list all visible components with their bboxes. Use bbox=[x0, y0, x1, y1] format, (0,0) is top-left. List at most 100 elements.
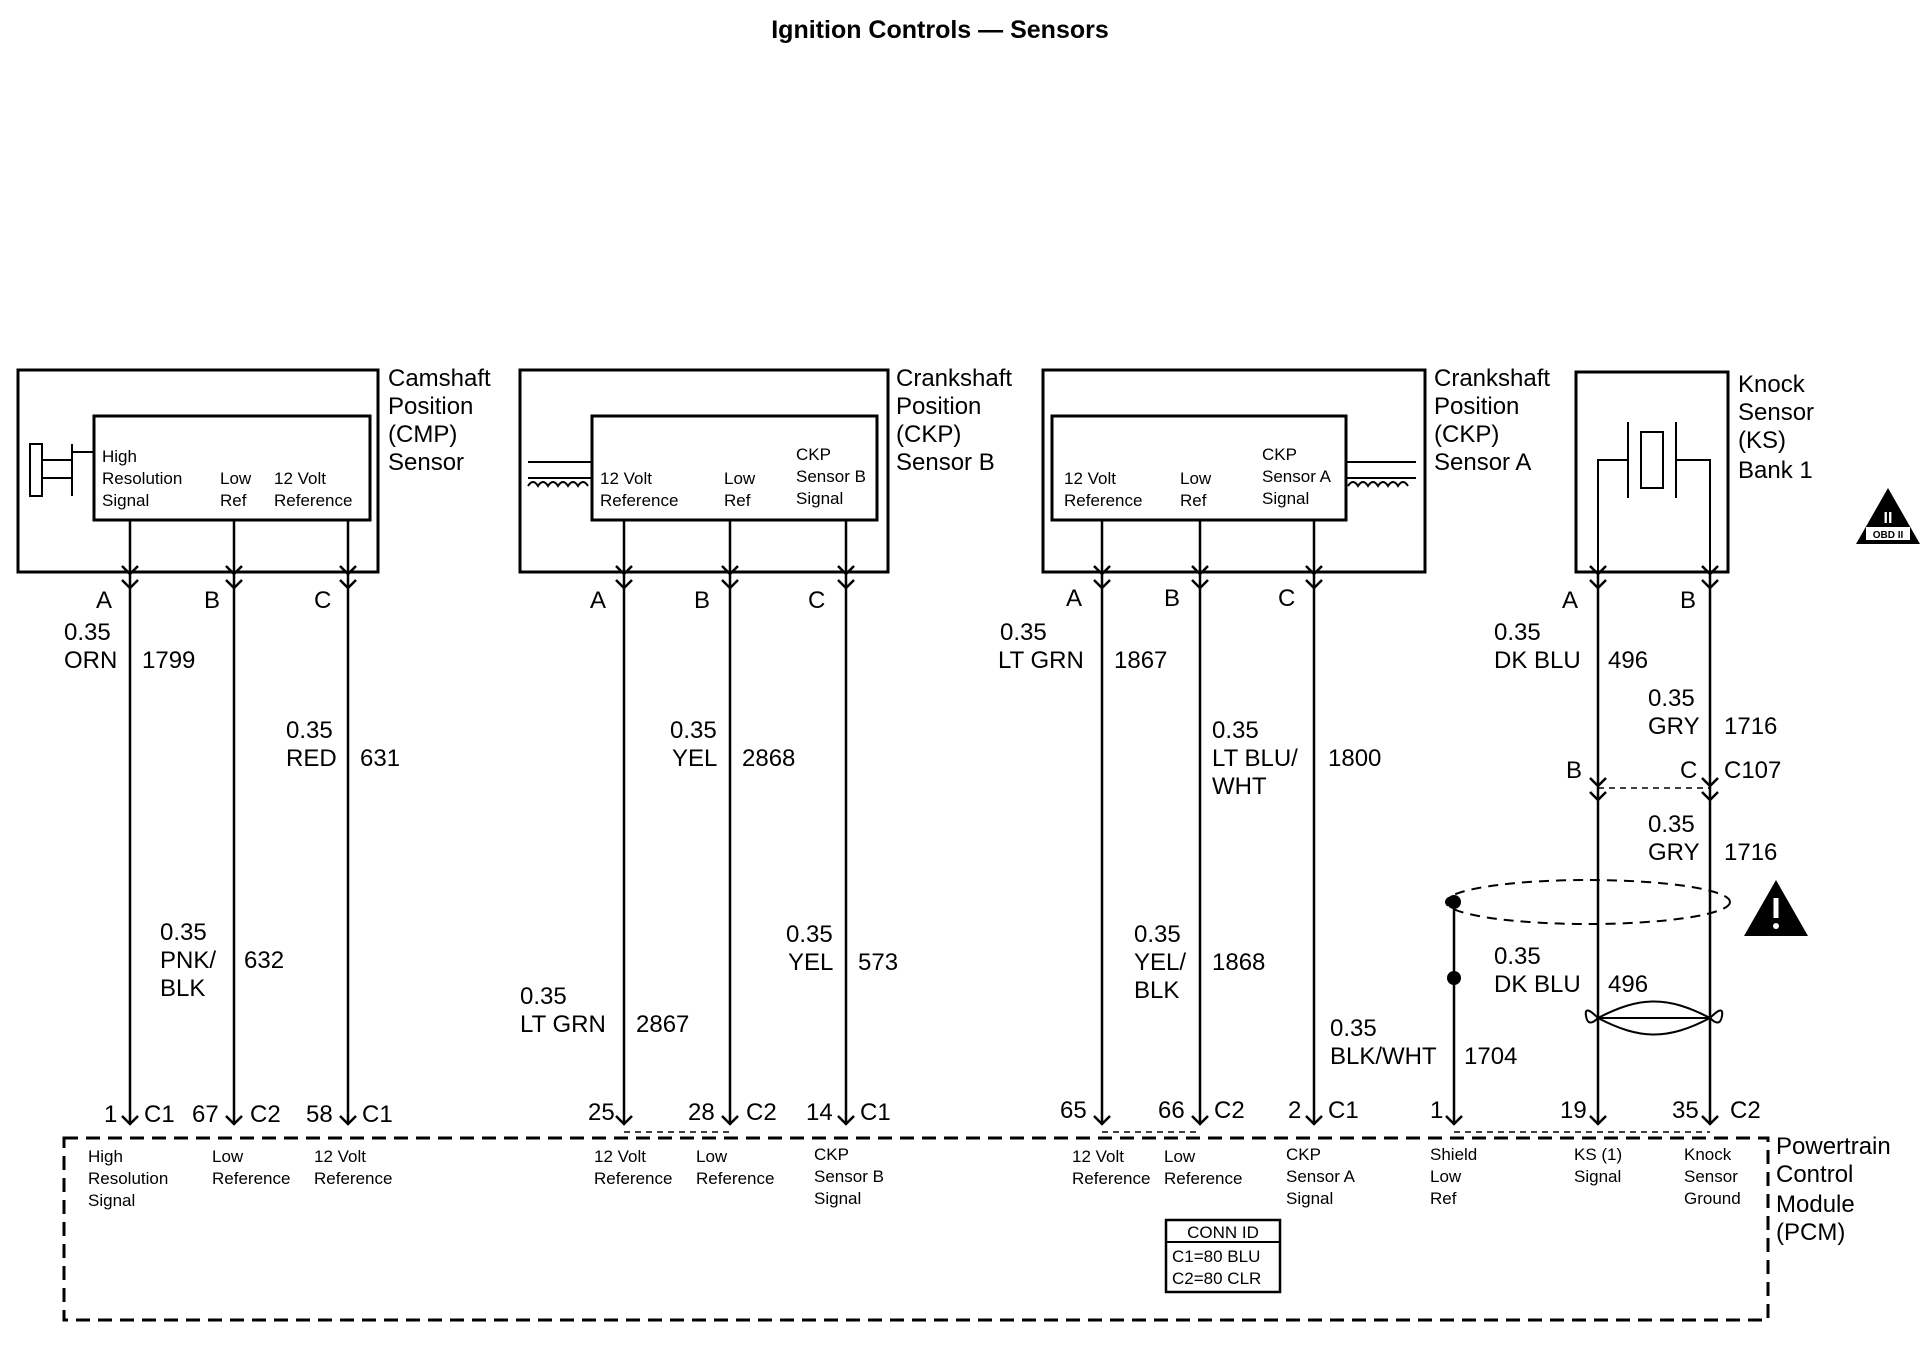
cmp-terminal-label: High Resolution Signal bbox=[102, 447, 187, 510]
svg-text:C107: C107 bbox=[1724, 757, 1781, 784]
svg-text:C2: C2 bbox=[1214, 1097, 1245, 1124]
svg-text:2867: 2867 bbox=[636, 1011, 689, 1038]
pcm-name: Powertrain Control Module (PCM) bbox=[1776, 1133, 1897, 1246]
svg-text:58: 58 bbox=[306, 1101, 333, 1128]
pin-label: C bbox=[314, 587, 331, 614]
cmp-terminal-label: Low Ref bbox=[220, 469, 256, 510]
svg-text:1: 1 bbox=[1430, 1097, 1443, 1124]
svg-text:1800: 1800 bbox=[1328, 745, 1381, 772]
ckpa-sensor-housing bbox=[1041, 368, 1427, 574]
shield-splice-dot bbox=[1447, 895, 1461, 909]
twisted-pair-icon bbox=[1584, 1000, 1724, 1036]
svg-text:66: 66 bbox=[1158, 1097, 1185, 1124]
c107-connector: B C C107 bbox=[1566, 757, 1781, 784]
svg-text:1704: 1704 bbox=[1464, 1043, 1517, 1070]
svg-text:C2: C2 bbox=[746, 1099, 777, 1126]
svg-text:1: 1 bbox=[104, 1101, 117, 1128]
svg-text:496: 496 bbox=[1608, 971, 1648, 998]
svg-text:632: 632 bbox=[244, 947, 284, 974]
ckpb-sensor-name: Crankshaft Position (CKP) Sensor B bbox=[896, 365, 1019, 476]
svg-text:KS (1)Signal: KS (1)Signal bbox=[1574, 1145, 1622, 1186]
page-title: Ignition Controls — Sensors bbox=[771, 16, 1109, 44]
cmp-sensor-name: Camshaft Position (CMP) Sensor bbox=[388, 365, 497, 476]
ckpa-coil-icon bbox=[1346, 461, 1416, 488]
ckpb-terminal-label: CKP Sensor B Signal bbox=[796, 445, 871, 508]
svg-text:25: 25 bbox=[588, 1099, 615, 1126]
ckpa-connector-pins: A B C bbox=[1066, 585, 1295, 612]
svg-text:1716: 1716 bbox=[1724, 839, 1777, 866]
pcm-module-box bbox=[62, 1136, 1770, 1322]
svg-text:631: 631 bbox=[360, 745, 400, 772]
pin-label: C bbox=[1278, 585, 1295, 612]
cmp-connector-pins: A B C bbox=[96, 587, 331, 614]
svg-text:C1: C1 bbox=[1328, 1097, 1359, 1124]
svg-text:C: C bbox=[1680, 757, 1697, 784]
pin-label: A bbox=[1066, 585, 1082, 612]
shield-ellipse bbox=[1445, 879, 1731, 925]
svg-text:C2: C2 bbox=[1730, 1097, 1761, 1124]
svg-text:496: 496 bbox=[1608, 647, 1648, 674]
pin-label: C bbox=[808, 587, 825, 614]
svg-text:CONN ID: CONN ID bbox=[1187, 1223, 1259, 1242]
svg-text:1868: 1868 bbox=[1212, 949, 1265, 976]
svg-text:C1: C1 bbox=[362, 1101, 393, 1128]
ckpa-terminal-label: 12 Volt Reference bbox=[1064, 469, 1142, 510]
ckpb-connector-pins: A B C bbox=[590, 587, 825, 614]
pin-label: A bbox=[1562, 587, 1578, 614]
svg-text:573: 573 bbox=[858, 949, 898, 976]
pin-label: B bbox=[204, 587, 220, 614]
svg-text:1716: 1716 bbox=[1724, 713, 1777, 740]
svg-text:C1=80 BLU: C1=80 BLU bbox=[1172, 1247, 1260, 1266]
conn-id-table: CONN ID C1=80 BLU C2=80 CLR bbox=[1164, 1218, 1282, 1294]
ckpb-sensor-housing bbox=[518, 368, 890, 574]
svg-text:C2=80 CLR: C2=80 CLR bbox=[1172, 1269, 1261, 1288]
svg-text:OBD II: OBD II bbox=[1873, 530, 1904, 541]
ks-sensor-name: Knock Sensor (KS) Bank 1 bbox=[1738, 371, 1821, 484]
svg-text:1799: 1799 bbox=[142, 647, 195, 674]
obd-ii-icon: II OBD II bbox=[1856, 488, 1920, 544]
arrow-marks bbox=[121, 565, 1719, 1126]
svg-text:B: B bbox=[1566, 757, 1582, 784]
caution-icon bbox=[1744, 880, 1808, 936]
pin-label: B bbox=[1680, 587, 1696, 614]
ckpa-sensor-name: Crankshaft Position (CKP) Sensor A bbox=[1434, 365, 1557, 476]
pin-label: A bbox=[590, 587, 606, 614]
svg-text:2868: 2868 bbox=[742, 745, 795, 772]
ckpb-terminal-label: Low Ref bbox=[724, 469, 760, 510]
svg-text:28: 28 bbox=[688, 1099, 715, 1126]
pin-label: A bbox=[96, 587, 112, 614]
svg-text:19: 19 bbox=[1560, 1097, 1587, 1124]
ks-connector-pins: A B bbox=[1562, 587, 1696, 614]
svg-text:35: 35 bbox=[1672, 1097, 1699, 1124]
svg-text:C1: C1 bbox=[144, 1101, 175, 1128]
svg-text:C1: C1 bbox=[860, 1099, 891, 1126]
piezo-crystal-icon bbox=[1597, 422, 1711, 570]
cmp-sensor-housing bbox=[16, 368, 380, 574]
cmp-sensor-symbol-icon bbox=[29, 443, 94, 497]
svg-text:II: II bbox=[1884, 510, 1893, 527]
